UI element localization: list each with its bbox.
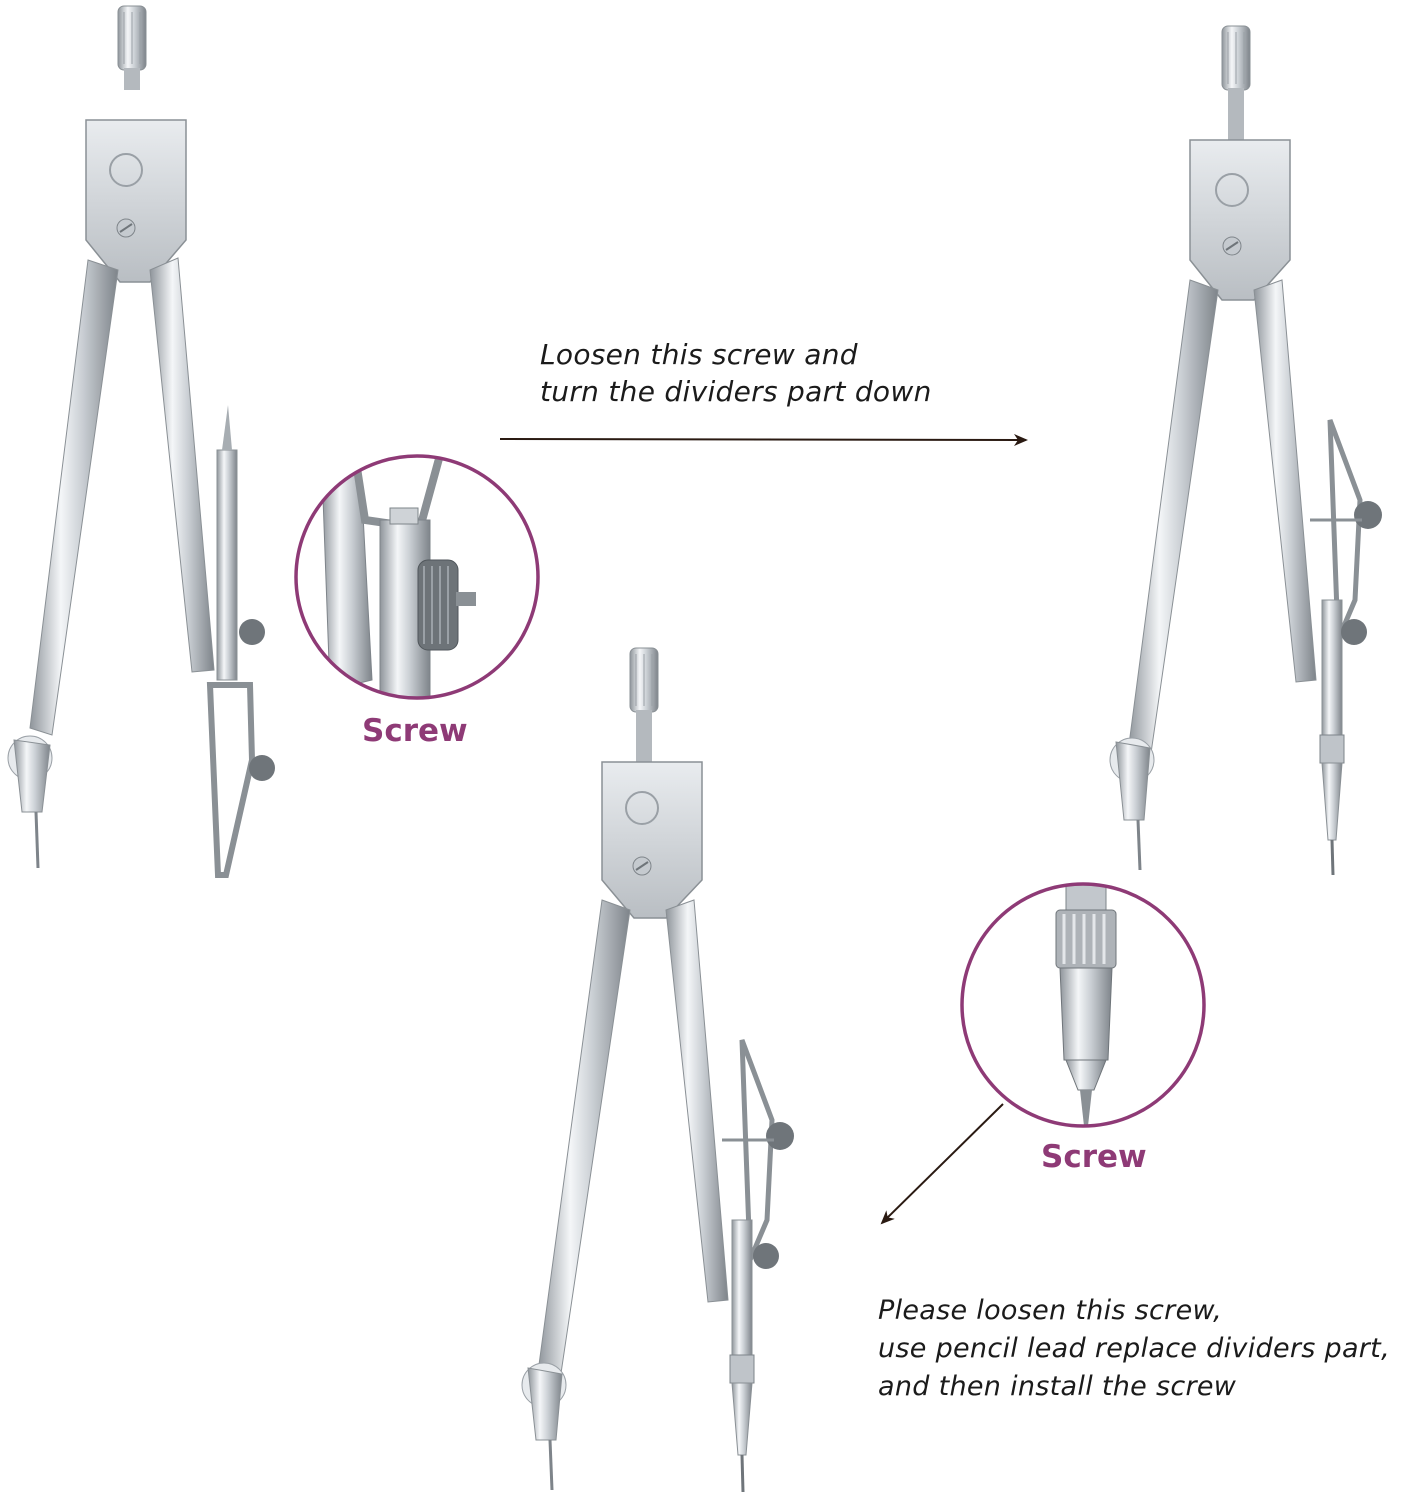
step-one-line-2: turn the dividers part down — [540, 375, 932, 408]
compass-step-two — [521, 647, 794, 1493]
compass-step-one — [1109, 25, 1382, 876]
step-one-instruction: Loosen this screw and turn the dividers … — [540, 336, 932, 410]
compass-before — [7, 5, 275, 878]
step-two-instruction: Please loosen this screw, use pencil lea… — [878, 1292, 1390, 1406]
screw-detail-callout-lower — [960, 882, 1206, 1128]
screw-label-upper: Screw — [362, 713, 468, 749]
step-two-line-1: Please loosen this screw, — [878, 1295, 1223, 1326]
screw-detail-callout-upper — [294, 454, 540, 700]
step-arrow-right — [499, 433, 1028, 446]
step-two-line-3: and then install the screw — [878, 1371, 1237, 1402]
step-one-line-1: Loosen this screw and — [540, 338, 858, 371]
step-arrow-down-left — [880, 1103, 1004, 1225]
step-two-line-2: use pencil lead replace dividers part, — [878, 1333, 1390, 1364]
screw-label-lower: Screw — [1041, 1139, 1147, 1175]
